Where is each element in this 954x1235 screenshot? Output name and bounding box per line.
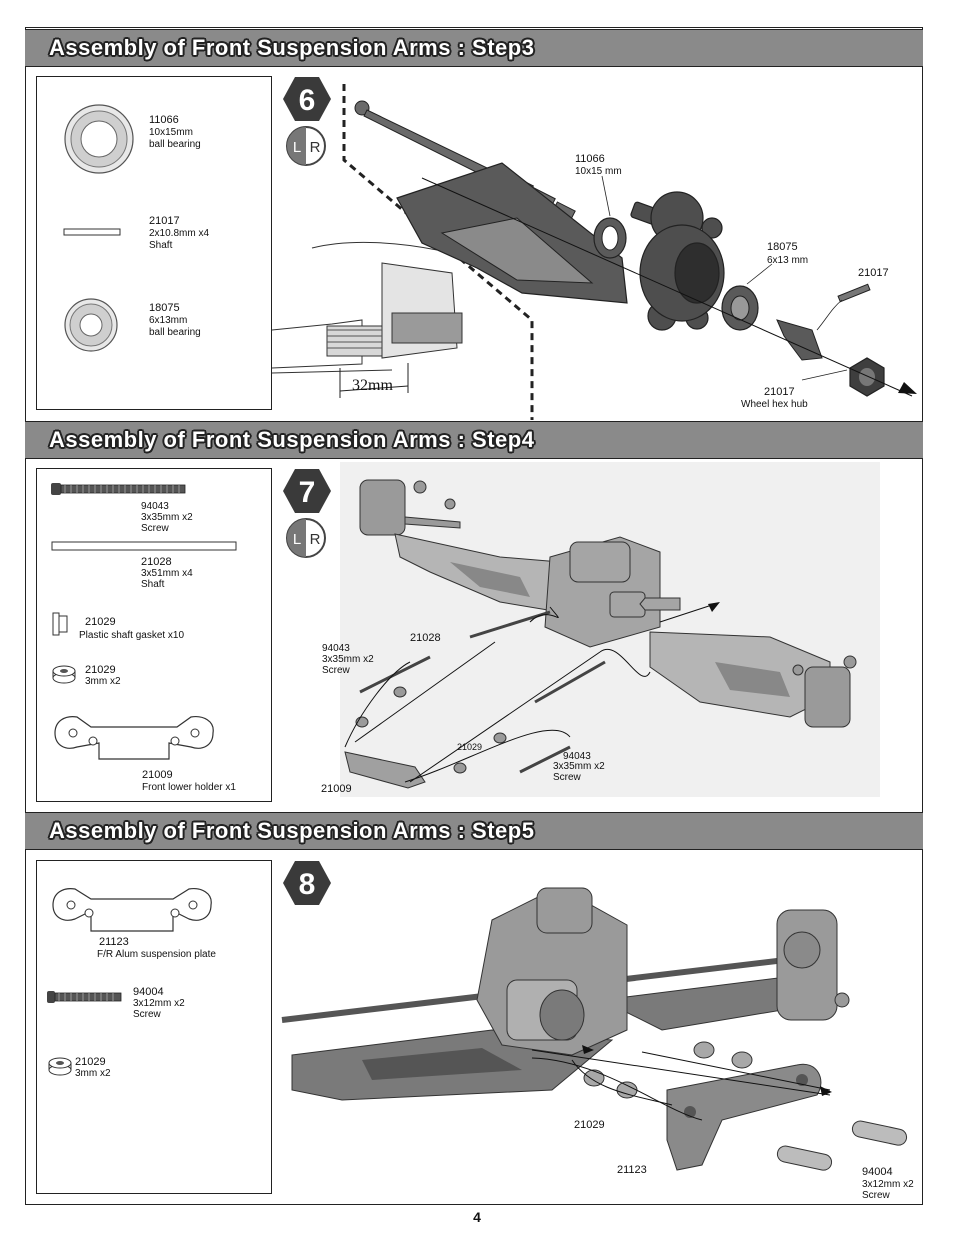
- callout-desc: 6x13 mm: [767, 255, 809, 266]
- callout-desc: 10x15 mm: [575, 166, 622, 177]
- inset-detail: [271, 241, 463, 374]
- hub-carrier: [630, 191, 725, 331]
- badge-number: 8: [299, 868, 316, 901]
- part-code: 21123: [99, 936, 129, 948]
- svg-text:R: R: [310, 139, 321, 156]
- callout-name: Screw: [862, 1190, 890, 1201]
- step3-title: Assembly of Front Suspension Arms : Step…: [49, 35, 535, 60]
- part-code: 21029: [85, 664, 116, 676]
- page-frame: [25, 27, 923, 1205]
- part-name: Screw: [141, 523, 169, 534]
- part-code: 11066: [149, 114, 179, 126]
- svg-text:L: L: [293, 139, 301, 156]
- part-size: 3mm x2: [75, 1068, 111, 1079]
- step-8-badge: 8: [283, 861, 331, 905]
- part-name: Shaft: [149, 240, 173, 251]
- step-7-badge: 7: [283, 469, 331, 513]
- part-name: ball bearing: [149, 327, 201, 338]
- callout-code: 18075: [767, 241, 798, 253]
- alum-suspension-plate-icon: [52, 888, 212, 932]
- badge-number: 7: [299, 476, 316, 509]
- part-code: 21017: [149, 215, 180, 227]
- callout-desc: Wheel hex hub: [741, 399, 808, 410]
- front-lower-holder-icon: [54, 716, 214, 760]
- screw-94004-icon: [47, 991, 122, 1003]
- part-name: F/R Alum suspension plate: [97, 949, 216, 960]
- step4-illustration: [340, 462, 880, 797]
- callout-code: 94043: [322, 643, 350, 654]
- dimension-line: 32mm: [339, 363, 409, 398]
- callout-code: 21029: [574, 1119, 605, 1131]
- step5-banner: Assembly of Front Suspension Arms : Step…: [25, 812, 923, 850]
- left-right-icon: L R: [286, 126, 326, 166]
- callout-code: 21028: [410, 632, 441, 644]
- part-name: Screw: [133, 1009, 161, 1020]
- part-name: ball bearing: [149, 139, 201, 150]
- part-name: Shaft: [141, 579, 165, 590]
- step4-parts-box: 94043 3x35mm x2 Screw 21028 3x51mm x4 Sh…: [36, 468, 272, 802]
- callout-code: 11066: [575, 153, 605, 165]
- step5-illustration: [281, 887, 908, 1171]
- callout-code: 21017: [858, 267, 889, 279]
- part-size: 3x35mm x2: [141, 512, 193, 523]
- callout-name: Screw: [322, 665, 350, 676]
- part-size: 3x51mm x4: [141, 568, 193, 579]
- step3-illustration: 32mm: [271, 84, 917, 420]
- callout-size: 3x35mm x2: [322, 654, 374, 665]
- ball-bearing-18075-icon: [64, 298, 118, 352]
- step5-parts-box: 21123 F/R Alum suspension plate 94004 3x…: [36, 860, 272, 1194]
- page-number: 4: [473, 1209, 481, 1225]
- shaft-21017-icon: [63, 228, 121, 236]
- ball-bearing-11066-icon: [64, 104, 134, 174]
- shaft-21028-icon: [51, 541, 237, 551]
- part-code: 18075: [149, 302, 180, 314]
- callout-size: 3x35mm x2: [553, 761, 605, 772]
- part-name: Plastic shaft gasket x10: [79, 630, 185, 641]
- step-6-badge: 6: [283, 77, 331, 121]
- screw-94043-icon: [51, 483, 186, 495]
- part-code: 21009: [142, 769, 173, 781]
- part-code: 21029: [75, 1056, 106, 1068]
- callout-code: 21029: [457, 742, 483, 752]
- svg-text:L: L: [293, 531, 301, 548]
- badge-number: 6: [299, 84, 316, 117]
- shaft-gasket-icon: [52, 612, 68, 636]
- step4-banner: Assembly of Front Suspension Arms : Step…: [25, 421, 923, 459]
- step3-parts-box: 11066 10x15mm ball bearing 21017 2x10.8m…: [36, 76, 272, 410]
- step5-title: Assembly of Front Suspension Arms : Step…: [49, 818, 535, 843]
- part-size: 3mm x2: [85, 676, 121, 687]
- callout-code: 21017: [764, 386, 795, 398]
- step3-banner: Assembly of Front Suspension Arms : Step…: [25, 29, 923, 67]
- callout-name: Screw: [553, 772, 581, 783]
- part-code: 21028: [141, 556, 172, 568]
- step4-title: Assembly of Front Suspension Arms : Step…: [49, 427, 535, 452]
- part-size: 10x15mm: [149, 127, 193, 138]
- part-size: 2x10.8mm x4: [149, 228, 210, 239]
- callout-size: 3x12mm x2: [862, 1179, 914, 1190]
- callout-code: 21123: [617, 1164, 647, 1176]
- part-size: 3x12mm x2: [133, 998, 185, 1009]
- left-right-icon: L R: [286, 518, 326, 558]
- callout-code: 94043: [563, 751, 591, 762]
- part-code: 94043: [141, 501, 169, 512]
- spacer-21029-icon: [48, 1057, 72, 1076]
- callout-code: 21009: [321, 783, 352, 795]
- callout-code: 94004: [862, 1166, 893, 1178]
- part-name: Front lower holder x1: [142, 782, 236, 793]
- part-code: 94004: [133, 986, 164, 998]
- svg-text:R: R: [310, 531, 321, 548]
- spacer-21029-icon: [52, 665, 76, 684]
- part-size: 6x13mm: [149, 315, 188, 326]
- part-code: 21029: [85, 616, 116, 628]
- dimension-label: 32mm: [352, 377, 393, 394]
